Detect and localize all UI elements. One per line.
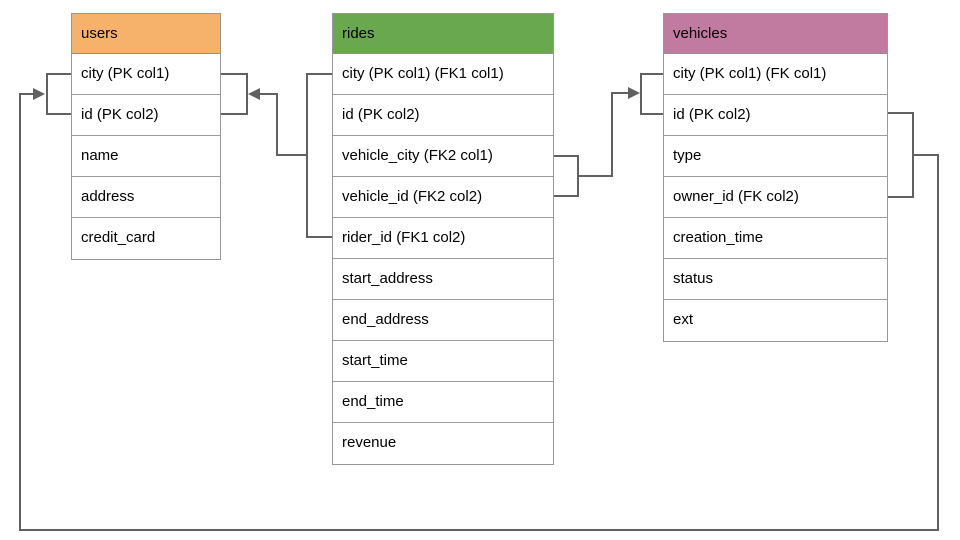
- fk1-arrowhead-icon: [248, 88, 260, 100]
- rides-row-id: id (PK col2): [333, 95, 553, 136]
- fk2-rides-bracket: [554, 155, 579, 197]
- vehicles-row-creation-time: creation_time: [664, 218, 887, 259]
- users-row-name: name: [72, 136, 220, 177]
- fk1-rides-bracket: [306, 73, 332, 238]
- vehicles-row-city: city (PK col1) (FK col1): [664, 54, 887, 95]
- table-vehicles: vehicles city (PK col1) (FK col1) id (PK…: [663, 13, 888, 342]
- fk-vehicles-bracket: [888, 112, 914, 198]
- users-row-city: city (PK col1): [72, 54, 220, 95]
- rides-row-vehicle-id: vehicle_id (FK2 col2): [333, 177, 553, 218]
- relationship-rides-users: [221, 73, 332, 238]
- rides-row-end-address: end_address: [333, 300, 553, 341]
- table-users: users city (PK col1) id (PK col2) name a…: [71, 13, 221, 260]
- relationship-rides-vehicles: [554, 73, 663, 197]
- fk2-vehicles-bracket: [640, 73, 663, 115]
- fk-arrowhead-icon: [33, 88, 45, 100]
- vehicles-row-type: type: [664, 136, 887, 177]
- rides-row-rider-id: rider_id (FK1 col2): [333, 218, 553, 259]
- rides-row-start-address: start_address: [333, 259, 553, 300]
- users-row-credit-card: credit_card: [81, 229, 156, 246]
- table-rides: rides city (PK col1) (FK1 col1) id (PK c…: [332, 13, 554, 465]
- fk-users-bracket: [46, 73, 72, 115]
- fk-connector-line: [19, 93, 939, 531]
- rides-row-end-time: end_time: [333, 382, 553, 423]
- fk1-users-bracket: [221, 73, 248, 115]
- relationship-vehicles-users: [19, 73, 939, 531]
- rides-row-city: city (PK col1) (FK1 col1): [333, 54, 553, 95]
- users-row-id: id (PK col2): [72, 95, 220, 136]
- fk2-connector-line: [578, 92, 629, 177]
- rides-row-revenue: revenue: [342, 434, 397, 451]
- fk2-arrowhead-icon: [628, 87, 640, 99]
- table-vehicles-header: vehicles: [664, 14, 887, 54]
- vehicles-row-ext: ext: [673, 311, 694, 328]
- table-rides-header: rides: [333, 14, 553, 54]
- table-users-header: users: [72, 14, 220, 54]
- rides-row-vehicle-city: vehicle_city (FK2 col1): [333, 136, 553, 177]
- rides-row-start-time: start_time: [333, 341, 553, 382]
- vehicles-row-status: status: [664, 259, 887, 300]
- vehicles-row-id: id (PK col2): [664, 95, 887, 136]
- fk1-connector-line: [259, 93, 307, 156]
- vehicles-row-owner-id: owner_id (FK col2): [664, 177, 887, 218]
- users-row-address: address: [72, 177, 220, 218]
